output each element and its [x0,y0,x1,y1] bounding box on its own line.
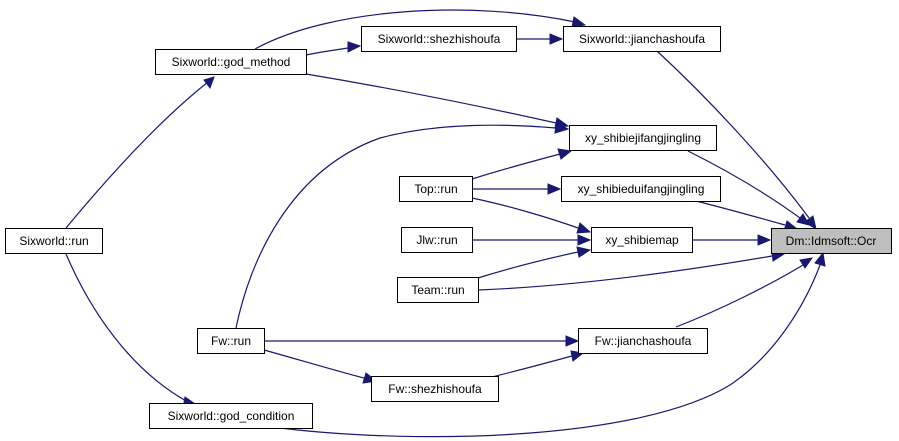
node-label: Fw::run [211,334,251,348]
node-box [563,26,721,52]
node-label: Sixworld::jianchashoufa [579,32,705,46]
node-label: Jlw::run [416,233,457,247]
edge-arrow [347,41,362,53]
node-dm-idmsoft-ocr[interactable]: Dm::Idmsoft::Ocr [771,228,892,254]
node-fw-jianchashoufa[interactable]: Fw::jianchashoufa [578,328,708,354]
node-label: Team::run [411,283,464,297]
edge-arrow [757,234,772,246]
node-team-run[interactable]: Team::run [397,277,479,303]
node-jlw-run[interactable]: Jlw::run [401,227,473,253]
edge-god-condition-to-ocr [279,264,821,438]
node-label: Sixworld::shezhishoufa [378,32,501,46]
node-box [401,227,473,253]
node-box [771,228,892,254]
node-xy-shibieduifangjingling[interactable]: xy_shibieduifangjingling [561,176,721,202]
node-box [149,403,313,429]
node-xy-shibiejifangjingling[interactable]: xy_shibiejifangjingling [569,125,717,151]
node-box [397,277,479,303]
node-box [569,125,717,151]
node-label: Sixworld::god_method [172,55,291,69]
edge-arrow [549,33,564,45]
node-fw-run[interactable]: Fw::run [197,328,265,354]
edge-arrow [804,215,817,231]
edge-arrow [814,251,826,267]
node-sixworld-jianchashoufa[interactable]: Sixworld::jianchashoufa [563,26,721,52]
node-box [591,227,693,253]
edge-arrow [554,122,570,134]
edge-sixworld-run-to-god-method [65,81,209,229]
edge-god-method-to-shezhishoufa [305,47,349,56]
edge-arrow [576,222,592,234]
edge-duifang-to-ocr [691,199,786,226]
node-label: Sixworld::run [19,234,88,248]
edge-fw-shezhishoufa-to-fw-jianchashoufa [487,355,573,379]
edge-fw-run-to-jifang [235,124,557,329]
edge-jianchashoufa-to-ocr [656,50,810,219]
node-box [197,328,265,354]
node-box [361,26,517,52]
edge-team-to-map [477,251,579,279]
node-sixworld-god-condition[interactable]: Sixworld::god_condition [149,403,313,429]
edge-jifang-to-ocr [687,150,801,219]
node-sixworld-run[interactable]: Sixworld::run [5,228,103,254]
edge-sixworld-run-to-god-condition [65,253,189,403]
edge-arrow [557,148,573,160]
edge-arrow [547,183,562,195]
node-box [155,49,307,75]
edge-god-method-to-jianchashoufa [254,9,576,50]
edge-arrow [577,234,592,246]
edge-fw-run-to-fw-shezhishoufa [263,349,365,379]
node-label: xy_shibiemap [605,233,679,247]
edge-team-to-ocr [477,255,773,291]
edge-arrow [576,246,592,258]
node-sixworld-shezhishoufa[interactable]: Sixworld::shezhishoufa [361,26,517,52]
edge-arrow [571,16,587,28]
node-box [371,376,499,402]
node-label: Dm::Idmsoft::Ocr [786,234,877,248]
node-box [561,176,721,202]
node-box [578,328,708,354]
node-xy-shibiemap[interactable]: xy_shibiemap [591,227,693,253]
edge-arrow [799,257,814,269]
edge-fw-jianchashoufa-to-ocr [675,264,804,328]
edge-god-method-to-jifang [305,73,557,124]
edge-top-to-jifang [471,153,561,180]
node-label: xy_shibiejifangjingling [585,131,701,145]
edge-arrow [796,213,810,226]
node-top-run[interactable]: Top::run [399,176,473,202]
nodes: Sixworld::run Sixworld::god_method Sixwo… [5,26,892,429]
edge-arrow [203,76,215,90]
node-label: Fw::shezhishoufa [388,382,482,396]
edge-arrow [565,335,580,347]
node-label: Sixworld::god_condition [168,409,295,423]
node-box [5,228,103,254]
node-fw-shezhishoufa[interactable]: Fw::shezhishoufa [371,376,499,402]
node-box [399,176,473,202]
node-sixworld-god-method[interactable]: Sixworld::god_method [155,49,307,75]
edge-top-to-map [471,197,579,229]
node-label: Top::run [414,182,457,196]
node-label: Fw::jianchashoufa [595,334,692,348]
node-label: xy_shibieduifangjingling [578,182,705,196]
